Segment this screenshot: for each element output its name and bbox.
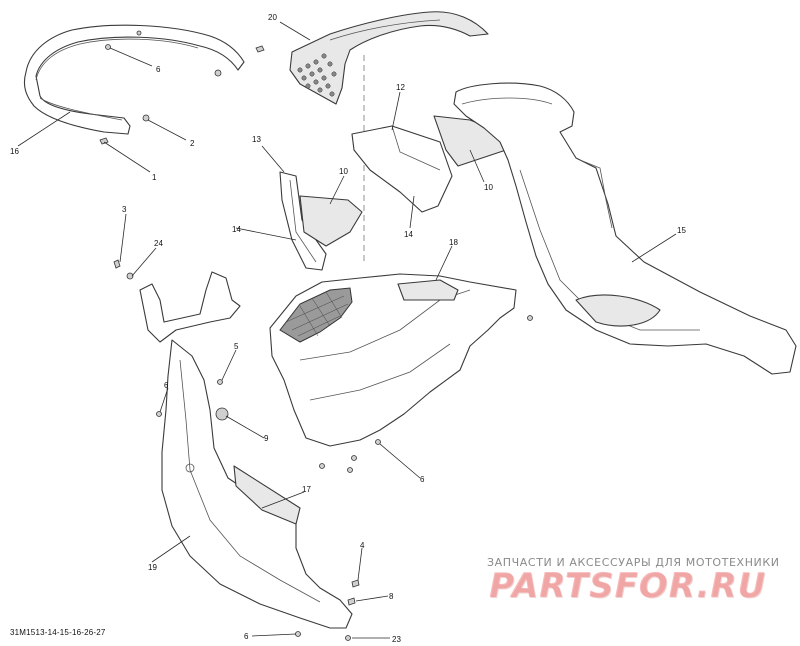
leader-lines xyxy=(17,21,677,639)
callout-3: 3 xyxy=(122,205,127,214)
part-19-lower-panel xyxy=(161,339,353,629)
part-24-bracket xyxy=(113,259,241,343)
hardware-nut-6 xyxy=(156,411,162,417)
hardware-nut-23 xyxy=(345,635,351,641)
part-12-deflector xyxy=(351,115,507,213)
callout-14-left: 14 xyxy=(232,225,241,234)
callout-18: 18 xyxy=(449,238,458,247)
callout-6-top: 6 xyxy=(156,65,161,74)
callout-13: 13 xyxy=(252,135,261,144)
hardware-screw-8 xyxy=(347,597,356,606)
hardware-nut-6-center xyxy=(375,439,381,445)
callout-6-center: 6 xyxy=(420,475,425,484)
part-20-grill-panel xyxy=(289,11,489,105)
hardware-nut-right xyxy=(527,315,533,321)
callout-20: 20 xyxy=(268,13,277,22)
part-18-front-fairing xyxy=(269,273,517,447)
hardware-nut-5 xyxy=(217,379,223,385)
callout-24: 24 xyxy=(154,239,163,248)
callout-12: 12 xyxy=(396,83,405,92)
part-16-handle-bar xyxy=(23,24,245,135)
callout-labels: 20 6 16 2 1 12 10 14 13 10 14 15 3 24 18… xyxy=(10,13,686,644)
hardware-nut-a xyxy=(319,463,325,469)
callout-9: 9 xyxy=(264,434,269,443)
diagram-reference-code: 31M1513-14-15-16-26-27 xyxy=(10,628,106,637)
hardware-nut-c xyxy=(351,455,357,461)
hardware-nut-6-bottom xyxy=(295,631,301,637)
hardware-grommet-9 xyxy=(215,407,229,421)
watermark-logo: PARTSFOR.RU xyxy=(489,566,767,606)
callout-10-left: 10 xyxy=(339,167,348,176)
hardware-screw-4 xyxy=(351,579,360,588)
callout-15: 15 xyxy=(677,226,686,235)
callout-2: 2 xyxy=(190,139,195,148)
part-15-side-panel xyxy=(453,82,797,375)
hardware-nut-2 xyxy=(142,114,150,122)
callout-1: 1 xyxy=(152,173,157,182)
watermark-tagline: ЗАПЧАСТИ И АКСЕССУАРЫ ДЛЯ МОТОТЕХНИКИ xyxy=(487,556,780,569)
callout-23: 23 xyxy=(392,635,401,644)
hardware-nut-top xyxy=(214,69,222,77)
callout-19: 19 xyxy=(148,563,157,572)
hardware-screw-top xyxy=(255,45,265,53)
callout-5: 5 xyxy=(234,342,239,351)
callout-6-bottom: 6 xyxy=(244,632,249,641)
callout-14-center: 14 xyxy=(404,230,413,239)
callout-10-right: 10 xyxy=(484,183,493,192)
callout-8: 8 xyxy=(389,592,394,601)
callout-17: 17 xyxy=(302,485,311,494)
hardware-nut-b xyxy=(347,467,353,473)
callout-16: 16 xyxy=(10,147,19,156)
part-13-side-bracket xyxy=(279,171,363,271)
callout-4: 4 xyxy=(360,541,365,550)
hardware-screw-1 xyxy=(99,137,109,145)
callout-6-left: 6 xyxy=(164,381,169,390)
